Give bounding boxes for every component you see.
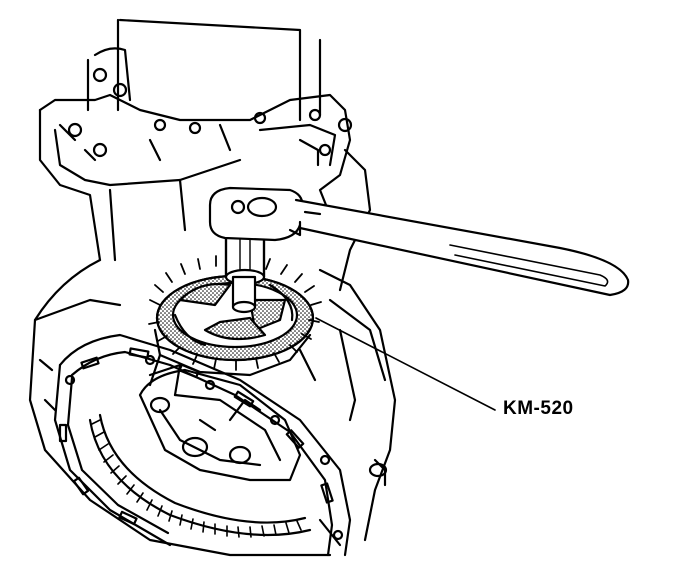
bearing-carrier [148,328,317,387]
ratchet-wrench [208,186,630,297]
upper-housing [38,18,372,292]
lower-case [28,258,397,557]
callout-leader-line [315,317,496,411]
differential-case [138,363,302,482]
case-flange [53,333,352,557]
ring-gear [88,413,312,538]
callout-label-km520: KM-520 [503,398,574,419]
